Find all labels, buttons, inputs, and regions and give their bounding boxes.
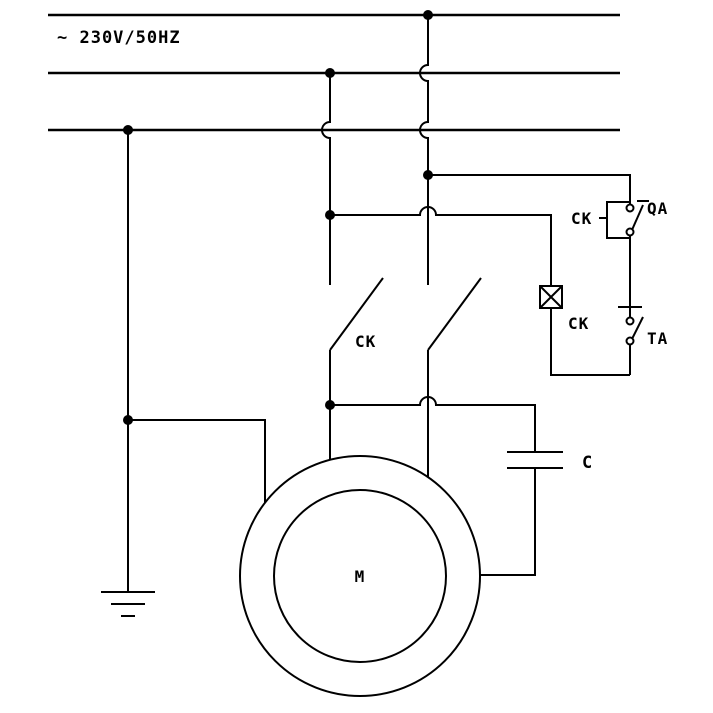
ta-terminal-top xyxy=(625,316,635,326)
holding-contact-label: CK xyxy=(571,209,592,228)
capacitor-label: C xyxy=(582,453,593,473)
coil-cross-icon xyxy=(539,285,563,309)
junction-dot xyxy=(123,125,133,135)
junction-dot xyxy=(123,415,133,425)
qa-terminal-top xyxy=(625,203,635,213)
junction-dot xyxy=(325,400,335,410)
ta-label: TA xyxy=(647,329,668,348)
supply-voltage-label: ~ 230V/50HZ xyxy=(57,28,181,48)
control-tap-wire xyxy=(428,174,631,204)
power-bus: ~ 230V/50HZ xyxy=(48,13,620,132)
junction-dot xyxy=(325,68,335,78)
feeder-wire-l1 xyxy=(419,15,429,285)
feeder-wires xyxy=(127,15,429,592)
contactor-main-contacts: CK xyxy=(329,277,482,482)
qa-terminal-bottom xyxy=(625,227,635,237)
motor-left-wire xyxy=(128,419,266,508)
qa-blade xyxy=(631,204,644,231)
motor: M xyxy=(239,455,481,697)
main-contacts-label: CK xyxy=(355,332,376,351)
capacitor: C xyxy=(475,451,593,576)
motor-inner-circle xyxy=(273,489,447,663)
holding-contact-frame xyxy=(606,201,630,239)
ta-terminal-bottom xyxy=(625,336,635,346)
contact-blade-1 xyxy=(329,277,384,351)
motor-branch: C xyxy=(128,396,593,576)
ta-pushbutton: TA xyxy=(618,306,668,375)
capacitor-motor-wire xyxy=(475,468,536,576)
junction-dot xyxy=(423,170,433,180)
junction-dot xyxy=(325,210,335,220)
contactor-coil: CK xyxy=(539,285,589,333)
capacitor-feed-wire xyxy=(330,396,536,452)
ground-symbol xyxy=(101,591,155,617)
feeder-wire-l2 xyxy=(321,73,331,285)
control-return-wire xyxy=(550,308,630,376)
ta-blade xyxy=(631,316,644,340)
motor-label: M xyxy=(355,567,366,586)
junction-dots xyxy=(123,10,433,425)
qa-switch: CK QA xyxy=(571,199,668,239)
coil-feed-wire xyxy=(330,206,552,286)
control-circuit: CK QA TA CK xyxy=(330,174,668,376)
contact-blade-2 xyxy=(427,277,482,351)
qa-label: QA xyxy=(647,199,668,218)
coil-label: CK xyxy=(568,314,589,333)
junction-dot xyxy=(423,10,433,20)
